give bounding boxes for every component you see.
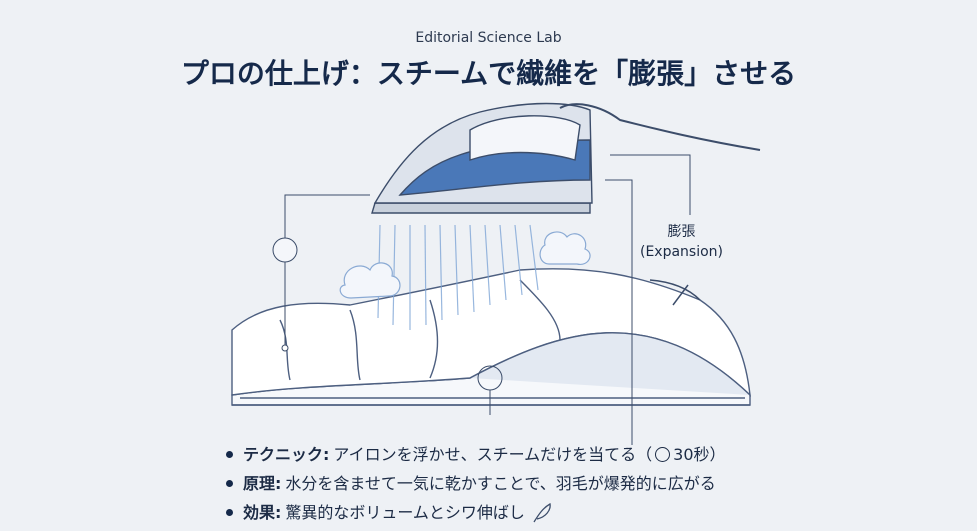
expansion-label-jp: 膨張 xyxy=(667,224,696,240)
feather-icon xyxy=(533,502,551,522)
steam-clouds xyxy=(339,231,591,299)
expansion-label-en: (Expansion) xyxy=(640,244,724,260)
duvet-illustration xyxy=(231,268,751,406)
bullet-dot xyxy=(226,509,233,516)
bullet-key: 効果: xyxy=(243,503,282,522)
subtitle: Editorial Science Lab xyxy=(415,30,562,46)
expansion-label: 膨張 (Expansion) xyxy=(640,222,723,262)
clock-icon xyxy=(655,447,671,462)
bullet-list: テクニック: アイロンを浮かせ、スチームだけを当てる（ 30秒） 原理: 水分を… xyxy=(226,440,726,527)
callout-lines xyxy=(272,154,701,445)
bullet-technique: テクニック: アイロンを浮かせ、スチームだけを当てる（ 30秒） xyxy=(226,440,726,469)
bullet-dot xyxy=(226,451,233,458)
page-title: プロの仕上げ：スチームで繊維を「膨張」させる xyxy=(180,57,797,90)
bullet-effect: 効果: 驚異的なボリュームとシワ伸ばし xyxy=(226,498,726,527)
bullet-key: 原理: xyxy=(243,474,282,493)
bullet-text: 驚異的なボリュームとシワ伸ばし xyxy=(285,503,525,522)
iron-icon xyxy=(371,102,761,214)
bullet-dot xyxy=(226,480,233,487)
bullet-key: テクニック: xyxy=(243,445,330,464)
bullet-text: 水分を含ませて一気に乾かすことで、羽毛が爆発的に広がる xyxy=(285,474,716,493)
bullet-principle: 原理: 水分を含ませて一気に乾かすことで、羽毛が爆発的に広がる xyxy=(226,469,726,498)
steam-lines xyxy=(377,224,539,330)
bullet-text: アイロンを浮かせ、スチームだけを当てる（ xyxy=(333,445,653,464)
bullet-time: 30秒） xyxy=(673,445,726,464)
